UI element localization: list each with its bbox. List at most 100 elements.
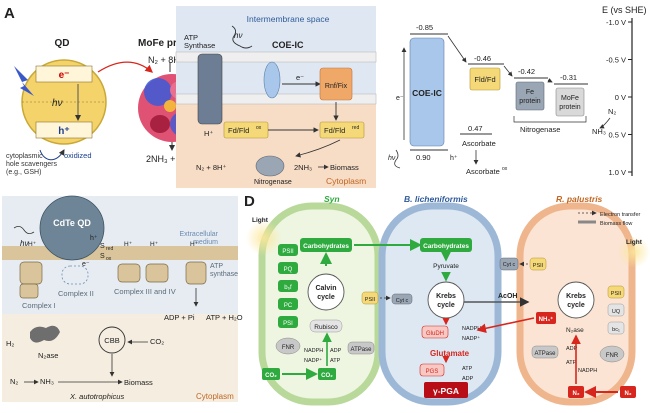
nitrogenase-energy-label: Nitrogenase [520,125,560,134]
energy-diagram: E (vs SHE) -1.0 V-0.5 V0 V0.5 V1.0 V COE… [388,5,647,177]
bl-krebs-line-1: Krebs [436,293,456,300]
nitrogenase-bracket [513,116,587,123]
c-membrane [2,246,238,260]
c-light-wave [13,226,35,234]
level-ascorbate: 0.47 [468,124,483,133]
ascorbate-label: Ascorbate [462,139,496,148]
rp-psii [607,285,625,299]
syn-psii [278,244,298,256]
a-product: 2NH₃ + H₂ [146,154,188,164]
c-cytoplasm-label: Cytoplasm [196,392,234,401]
b-right-hv: hν [388,155,396,162]
complex-ii-label: Complex II [58,289,94,298]
scavenger-line-1: cytoplasmic [6,153,43,160]
syn-psi-label: PSI [283,321,293,327]
fd-red-sup: red [352,125,359,131]
atp-synthase-line-1: ATP [184,33,198,42]
syn-nadph-1: NADPH [304,348,323,354]
pgs-label: PGS [426,369,439,375]
b-light-wave [231,25,253,49]
complex-iii [117,263,141,283]
glutamate: Glutamate [430,349,470,358]
fd-to-nitrogenase-arrow [295,139,341,158]
b-nitrogenase-label: Nitrogenase [254,179,292,186]
gludh-label: GluDH [426,331,444,337]
b-atp-synthase [197,53,223,125]
calvin-line-2: cycle [317,294,335,301]
a-oxidized: oxidized [64,151,92,160]
b-coe-ic-molecule [263,61,281,99]
mofe-protein-line-1: MoFe [561,95,579,102]
energy-tick-label: 1.0 V [608,168,626,177]
syn-light-glow [246,220,282,256]
b-hv: hν [234,31,242,40]
fd-energy-box [469,67,501,91]
syn-fnr [275,337,301,355]
coe-to-fd-arrow [447,35,467,63]
bl-krebs-line-2: cycle [437,302,455,309]
qd-title: QD [55,38,70,49]
complex-iv [145,263,169,283]
b-coe-ic-label: COE-IC [272,40,304,50]
fd-red-box [319,121,365,139]
s-ox: S [100,253,105,260]
b-electron: e⁻ [296,73,304,82]
ascorbate-ox-sup: ox [502,166,508,172]
syn-co2-in [318,368,336,380]
syn-fnr-label: FNR [282,345,295,351]
energy-axis-title: E (vs SHE) [602,5,647,15]
c-atp-h2o: ATP + H₂O [206,313,243,322]
rp-n2ase: N₂ase [566,327,584,334]
b-nh3-right: NH₃ [592,127,606,136]
b-nh3: 2NH₃ [294,163,312,172]
syn-b6f-label: b₆f [284,285,292,291]
rp-krebs-line-1: Krebs [566,293,586,300]
syn-carbohydrates-label: Carbohydrates [303,243,349,250]
rp-psii-top [529,257,547,271]
rp-psii-label: PSII [611,291,622,297]
bl-adp: ADP [462,376,474,382]
a-electron-transfer-arrow [97,61,153,73]
coe-ic-energy-box [409,37,445,147]
scavenger-line-2: hole scavengers [6,161,57,168]
c-n2: N₂ [10,377,18,386]
b-hplus-right: h⁺ [450,155,458,162]
level-fd: -0.46 [474,54,491,63]
syn-adp: ADP [330,348,342,354]
c-membrane-h-1: H⁺ [28,241,37,248]
s-red: S [100,243,105,250]
syn-psi [278,316,298,328]
syn-atp: ATP [330,358,341,364]
rp-atpase-label: ATPase [535,351,557,357]
bl-cytc-label: Cyt c [396,298,409,304]
rubisco-label: Rubisco [314,324,338,331]
c-biomass: Biomass [124,378,153,387]
level-coe-bottom: 0.90 [416,153,431,162]
syn-chain: PSII PQ b₆f PC PSI FNR [275,244,301,355]
b-n2-right: N₂ [608,107,616,116]
syn-b6f [278,280,298,292]
level-fe: -0.42 [518,67,535,76]
level-mofe: -0.31 [560,73,577,82]
c-n2ase-label: N₂ase [38,351,58,360]
complex-iii-iv-label: Complex III and IV [114,287,176,296]
rp-cytc-label: Cyt c [503,262,516,268]
energy-tick-label: 0.5 V [608,131,626,140]
calvin-cycle [307,273,345,311]
rp-title: R. palustris [556,194,603,204]
syn-pq-label: PQ [284,267,293,273]
panel-c: C Extracellular medium hν CdTe QD S red … [2,193,243,402]
fd-energy-label: Fld/Fd [474,75,495,84]
bl-title: B. licheniformis [404,194,468,204]
qd-conduction-band [35,65,93,83]
fd-to-fe-arrow [503,65,513,77]
c-hv: hν [20,239,28,248]
c-hole: h⁺ [90,235,98,242]
rp-atpase [531,345,559,359]
nh4-transfer-arrow [476,317,535,334]
gludh [421,325,449,339]
a-hole: h⁺ [58,126,69,137]
syn-nadp-1: NADP⁺ [304,357,322,364]
level-coe-top: -0.85 [416,23,433,32]
